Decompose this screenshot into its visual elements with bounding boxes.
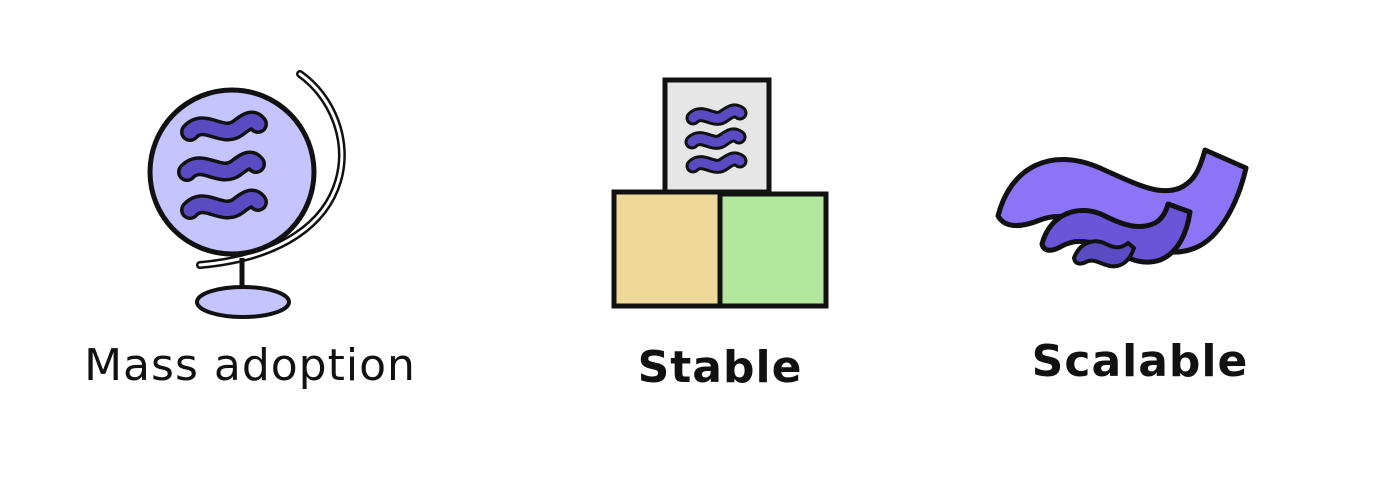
feature-mass-adoption: Mass adoption — [40, 60, 460, 420]
feature-label-stable: Stable — [637, 342, 803, 393]
scalable-wave-icon — [995, 147, 1249, 269]
globe-icon — [147, 70, 346, 319]
feature-scalable: Scalable — [980, 60, 1300, 420]
stacked-blocks-icon — [611, 77, 829, 309]
feature-label-mass-adoption: Mass adoption — [84, 340, 416, 391]
feature-stable: Stable — [560, 60, 880, 420]
feature-label-scalable: Scalable — [1031, 336, 1249, 387]
